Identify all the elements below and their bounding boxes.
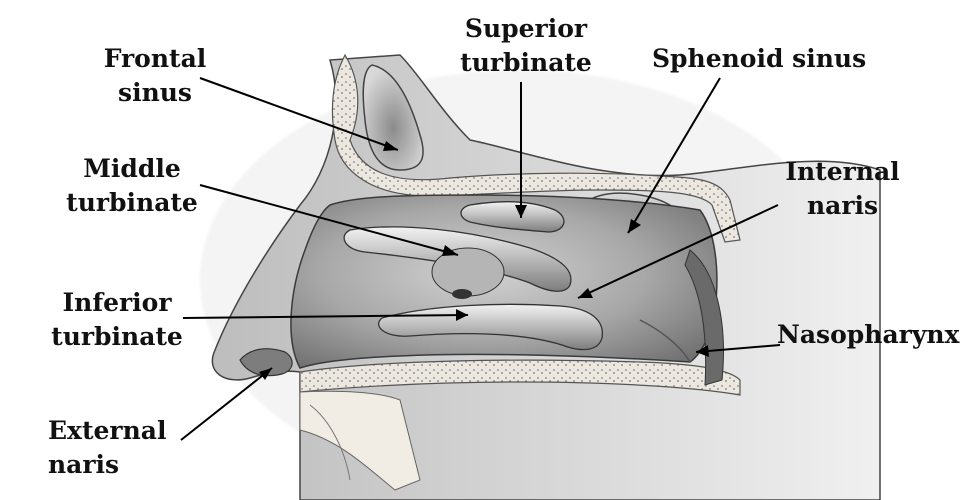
label-frontal-sinus: Frontal sinus <box>96 42 214 110</box>
label-internal-naris-line1: Internal <box>780 155 905 189</box>
label-internal-naris-line2: naris <box>780 189 905 223</box>
label-inferior-turbinate: Inferior turbinate <box>46 286 188 354</box>
label-sphenoid-sinus: Sphenoid sinus <box>652 42 866 76</box>
label-inferior-turbinate-line2: turbinate <box>46 320 188 354</box>
label-sphenoid-sinus-line1: Sphenoid sinus <box>652 42 866 76</box>
label-middle-turbinate-line2: turbinate <box>62 186 202 220</box>
label-superior-turbinate-line2: turbinate <box>455 46 597 80</box>
label-nasopharynx-line1: Nasopharynx <box>777 318 959 352</box>
label-frontal-sinus-line1: Frontal <box>96 42 214 76</box>
label-internal-naris: Internal naris <box>780 155 905 223</box>
label-nasopharynx: Nasopharynx <box>777 318 959 352</box>
label-superior-turbinate-line1: Superior <box>455 12 597 46</box>
label-superior-turbinate: Superior turbinate <box>455 12 597 80</box>
label-external-naris: External naris <box>48 414 166 482</box>
label-external-naris-line2: naris <box>48 448 166 482</box>
label-inferior-turbinate-line1: Inferior <box>46 286 188 320</box>
label-middle-turbinate-line1: Middle <box>62 152 202 186</box>
label-frontal-sinus-line2: sinus <box>96 76 214 110</box>
label-middle-turbinate: Middle turbinate <box>62 152 202 220</box>
label-external-naris-line1: External <box>48 414 166 448</box>
